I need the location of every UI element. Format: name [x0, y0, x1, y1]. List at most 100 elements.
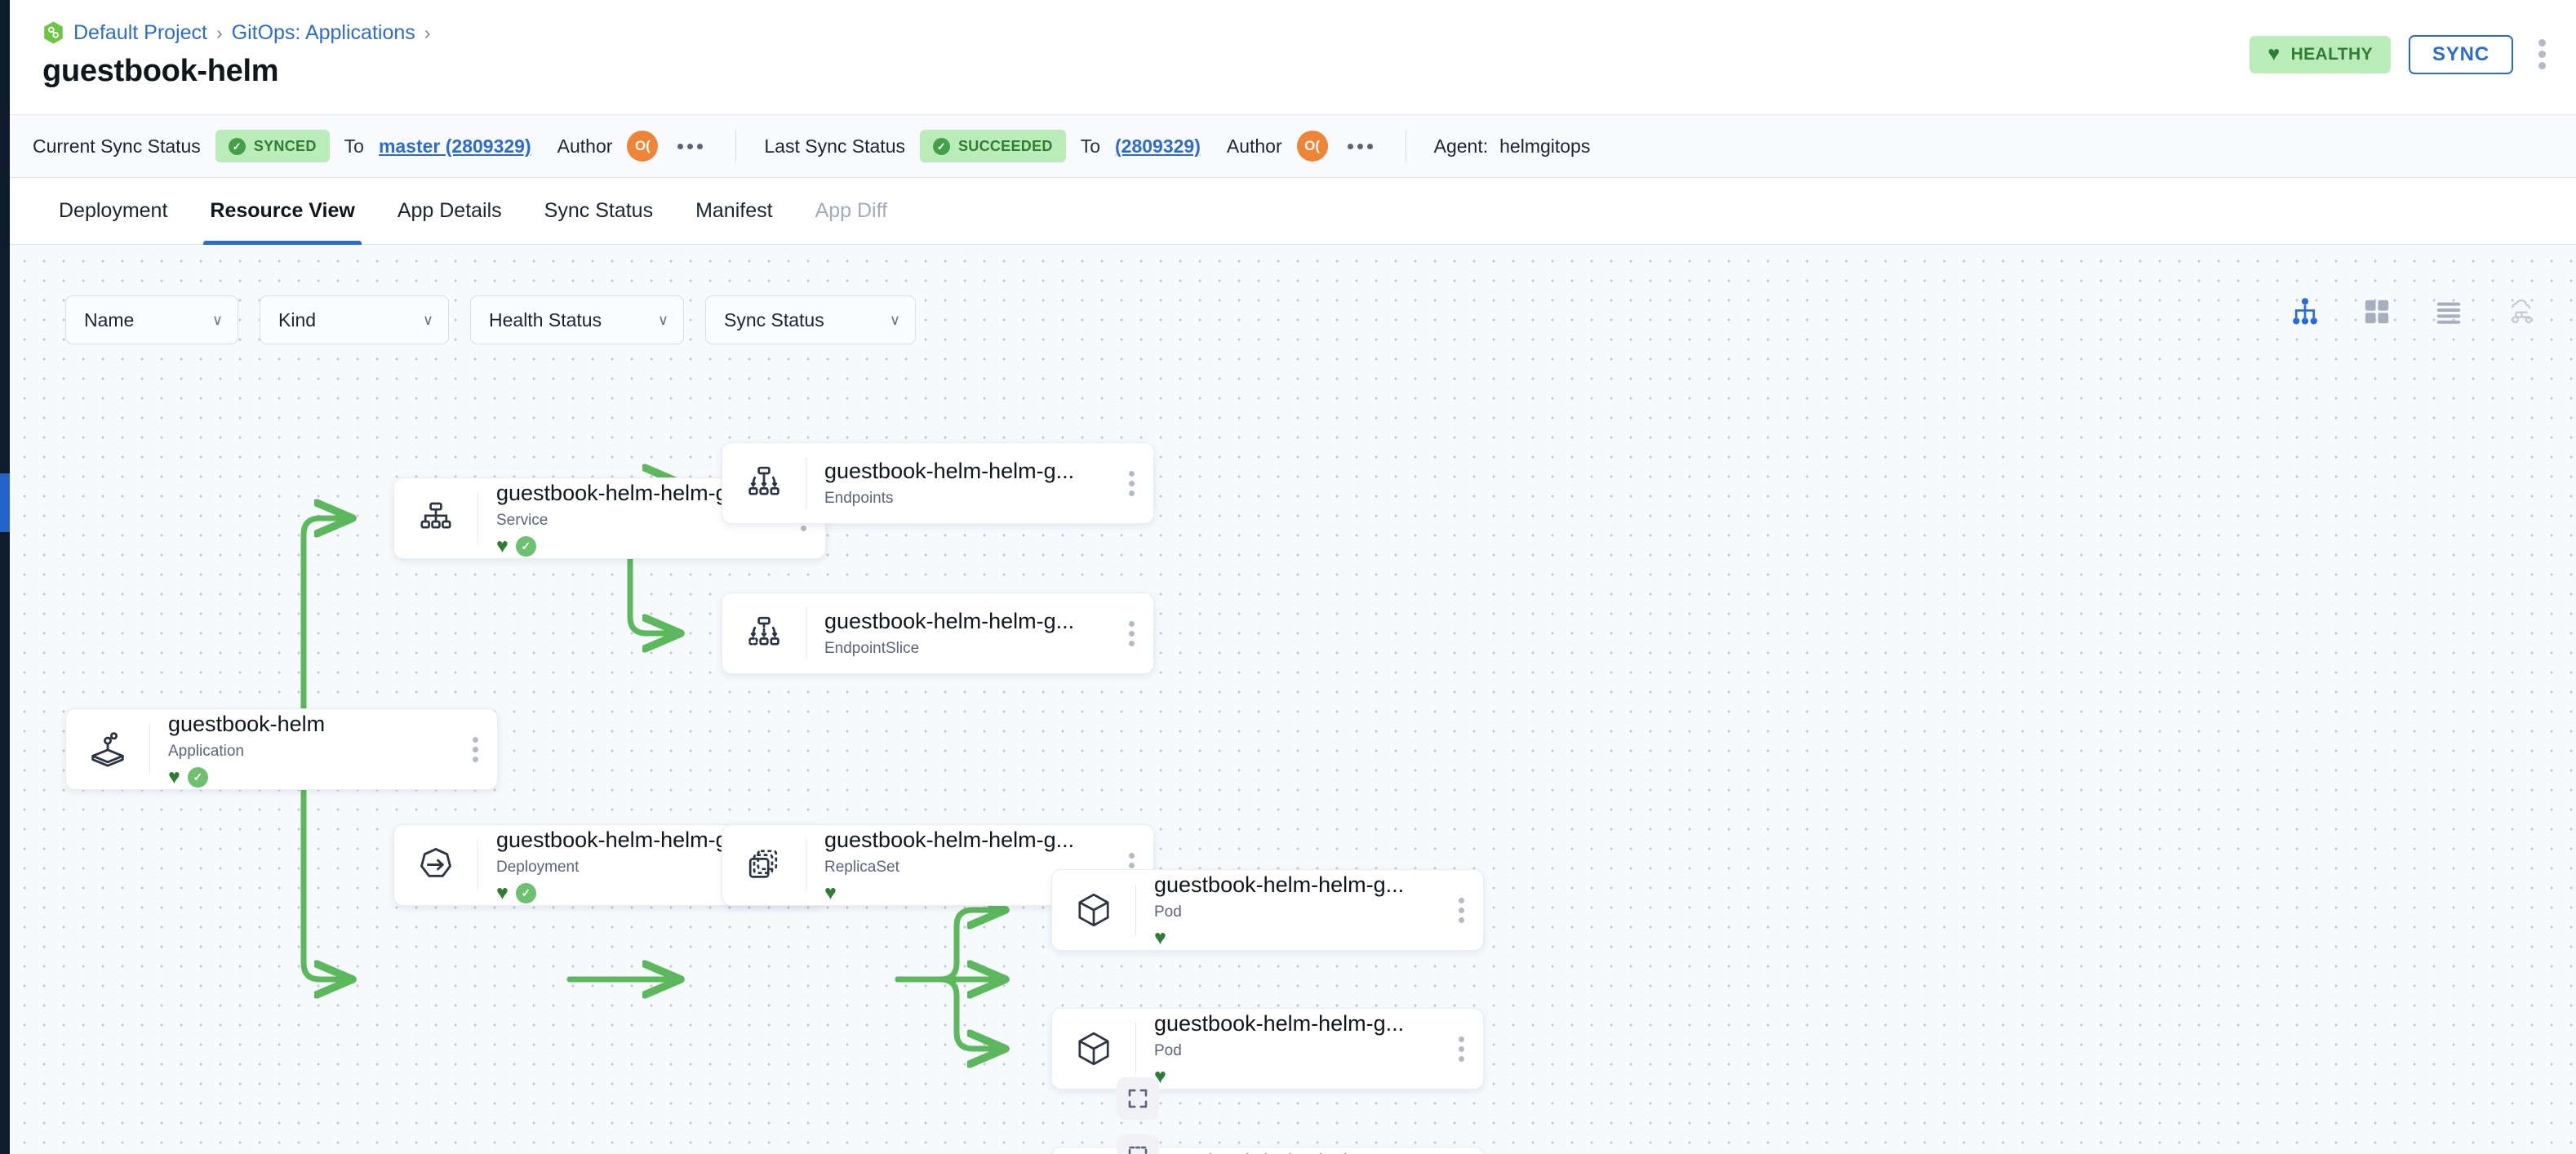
node-kind: EndpointSlice: [824, 640, 920, 658]
breadcrumb-item-gitops-applications[interactable]: GitOps: Applications: [231, 20, 415, 44]
rail-active-indicator: [0, 473, 10, 532]
tab-deployment[interactable]: Deployment: [59, 199, 168, 222]
kebab-menu-icon[interactable]: [2531, 34, 2553, 74]
node-body: guestbook-helm-helm-g... Deployment ♥ ✓: [478, 825, 781, 905]
project-logo-icon: [42, 20, 64, 45]
node-title: guestbook-helm-helm-g...: [824, 458, 1075, 483]
node-title: guestbook-helm-helm-g...: [824, 827, 1075, 852]
view-toggle-group: [2289, 295, 2537, 328]
node-body: guestbook-helm-helm-g... Service ♥ ✓: [478, 478, 781, 558]
health-badge-label: HEALTHY: [2290, 44, 2373, 64]
filter-sync-status[interactable]: Sync Status ∨: [705, 295, 916, 344]
agent-group: Agent: helmgitops: [1434, 135, 1591, 158]
filter-kind[interactable]: Kind ∨: [260, 295, 449, 344]
last-author-ellipsis-icon[interactable]: [1343, 137, 1378, 156]
chevron-down-icon: ∨: [889, 311, 900, 328]
agent-label: Agent:: [1433, 135, 1489, 157]
current-revision-link[interactable]: master (2809329): [378, 135, 531, 157]
filter-kind-label: Kind: [278, 308, 317, 331]
list-view-icon[interactable]: [2432, 295, 2465, 328]
node-kebab-menu-icon[interactable]: [1439, 870, 1483, 950]
chevron-down-icon: ∨: [657, 311, 668, 328]
replicaset-icon: [722, 825, 806, 905]
node-status: ♥ ✓: [496, 882, 773, 903]
filter-bar: Name ∨ Kind ∨ Health Status ∨ Sync Statu…: [65, 295, 916, 344]
node-title: guestbook-helm-helm-g...: [824, 608, 1075, 633]
node-status: ♥ ✓: [496, 535, 773, 557]
node-kebab-menu-icon[interactable]: [1109, 443, 1153, 523]
application-icon: [66, 709, 149, 789]
select-area-icon[interactable]: [1117, 1134, 1159, 1154]
resource-node-application[interactable]: guestbook-helm Application ♥ ✓: [65, 708, 498, 790]
page-header: Default Project › GitOps: Applications ›…: [10, 0, 2576, 114]
tab-resource-view[interactable]: Resource View: [189, 178, 375, 245]
breadcrumb-separator-2: ›: [424, 21, 431, 43]
node-status: ♥: [1154, 1066, 1431, 1087]
pod-icon: [1052, 1009, 1135, 1089]
last-sync-status-group: Last Sync Status ✓ SUCCEEDED To (2809329…: [764, 130, 1377, 162]
tab-manifest[interactable]: Manifest: [695, 199, 773, 222]
node-kebab-menu-icon[interactable]: [1439, 1147, 1483, 1154]
resource-node-pod-2[interactable]: guestbook-helm-helm-g... Pod ♥: [1051, 1008, 1484, 1090]
tab-sync-status[interactable]: Sync Status: [544, 199, 654, 222]
last-revision-link[interactable]: (2809329): [1115, 135, 1201, 157]
node-title: guestbook-helm: [168, 711, 326, 736]
tab-bar: Deployment Resource View App Details Syn…: [10, 178, 2576, 245]
current-author-ellipsis-icon[interactable]: [673, 137, 708, 156]
avatar-last-author[interactable]: O(: [1296, 131, 1328, 162]
node-status: ♥: [824, 882, 1101, 903]
endpointslice-icon: [722, 593, 806, 673]
breadcrumb-separator-1: ›: [215, 21, 223, 43]
fullscreen-icon[interactable]: [1117, 1077, 1159, 1120]
current-to-label: To: [344, 135, 364, 157]
node-kind: Endpoints: [824, 490, 894, 508]
node-kind: Application: [168, 743, 244, 761]
resource-node-replicaset[interactable]: guestbook-helm-helm-g... ReplicaSet ♥: [722, 824, 1154, 906]
grid-view-icon[interactable]: [2361, 295, 2393, 328]
resource-node-pod-1[interactable]: guestbook-helm-helm-g... Pod ♥: [1051, 869, 1484, 951]
node-kind: Pod: [1154, 903, 1182, 921]
node-title: guestbook-helm-helm-g...: [1154, 872, 1405, 897]
breadcrumb-item-default-project[interactable]: Default Project: [73, 20, 207, 44]
node-body: guestbook-helm-helm-g... EndpointSlice: [806, 593, 1109, 673]
filter-health-status[interactable]: Health Status ∨: [470, 295, 684, 344]
avatar-current-author[interactable]: O(: [627, 131, 659, 162]
sync-button[interactable]: SYNC: [2409, 34, 2513, 74]
node-kind: Service: [496, 512, 549, 530]
filter-sync-status-label: Sync Status: [724, 308, 824, 331]
resource-node-endpointslice[interactable]: guestbook-helm-helm-g... EndpointSlice: [722, 593, 1154, 674]
current-sync-status-value: SYNCED: [253, 137, 317, 154]
health-heart-icon: ♥: [1154, 925, 1166, 949]
filter-health-status-label: Health Status: [489, 308, 602, 331]
page-title: guestbook-helm: [42, 54, 279, 88]
pod-icon: [1052, 870, 1135, 950]
network-view-icon[interactable]: [2504, 295, 2537, 328]
current-sync-status-label: Current Sync Status: [33, 135, 201, 157]
node-body: guestbook-helm-helm-g... Pod ♥: [1136, 870, 1439, 950]
current-sync-status-pill: ✓ SYNCED: [215, 130, 330, 162]
tab-app-details[interactable]: App Details: [397, 199, 502, 222]
node-kind: Deployment: [496, 859, 580, 877]
last-sync-status-pill: ✓ SUCCEEDED: [919, 130, 1066, 162]
resource-tree-canvas[interactable]: Name ∨ Kind ∨ Health Status ∨ Sync Statu…: [10, 245, 2576, 1154]
endpoints-icon: [722, 443, 806, 523]
chevron-down-icon: ∨: [422, 311, 433, 328]
filter-name-label: Name: [84, 308, 135, 331]
node-divider: [477, 493, 478, 544]
health-heart-icon: ♥: [824, 881, 837, 904]
node-kebab-menu-icon[interactable]: [453, 709, 497, 789]
last-sync-status-value: SUCCEEDED: [957, 137, 1053, 154]
node-body: guestbook-helm-helm-g... ReplicaSet ♥: [806, 825, 1109, 905]
check-circle-icon: ✓: [228, 137, 246, 155]
heart-icon: ♥: [2267, 42, 2281, 65]
tree-view-icon[interactable]: [2289, 295, 2321, 328]
current-sync-status-group: Current Sync Status ✓ SYNCED To master (…: [33, 130, 708, 162]
resource-node-endpoints[interactable]: guestbook-helm-helm-g... Endpoints: [722, 442, 1154, 524]
filter-name[interactable]: Name ∨: [65, 295, 238, 344]
health-heart-icon: ♥: [496, 534, 509, 557]
node-kebab-menu-icon[interactable]: [1439, 1009, 1483, 1089]
node-body: guestbook-helm-helm-g... Pod ♥: [1136, 1009, 1439, 1089]
node-kebab-menu-icon[interactable]: [1109, 593, 1153, 673]
node-body: guestbook-helm-helm-g... Endpoints: [806, 443, 1109, 523]
agent-value: helmgitops: [1499, 135, 1591, 157]
